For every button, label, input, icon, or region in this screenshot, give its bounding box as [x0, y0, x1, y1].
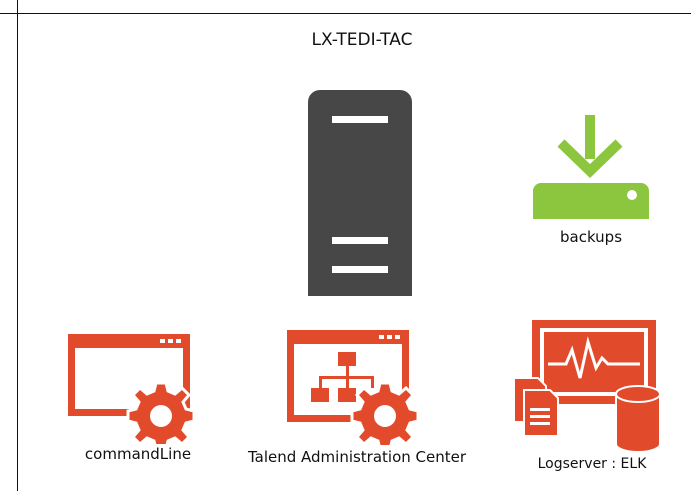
frame-left-border — [17, 0, 18, 491]
command-line-label: commandLine — [84, 445, 192, 463]
download-to-disk-icon — [533, 115, 649, 219]
server-tower-icon — [308, 90, 412, 296]
window-gear-icon — [68, 334, 196, 444]
diagram-title: LX-TEDI-TAC — [311, 30, 413, 50]
logserver-label: Logserver : ELK — [537, 456, 647, 472]
window-sitemap-gear-icon — [287, 330, 420, 445]
monitor-docs-database-icon — [513, 320, 661, 453]
tac-label: Talend Administration Center — [247, 448, 467, 466]
backups-label: backups — [559, 228, 623, 246]
frame-top-border — [0, 13, 691, 14]
